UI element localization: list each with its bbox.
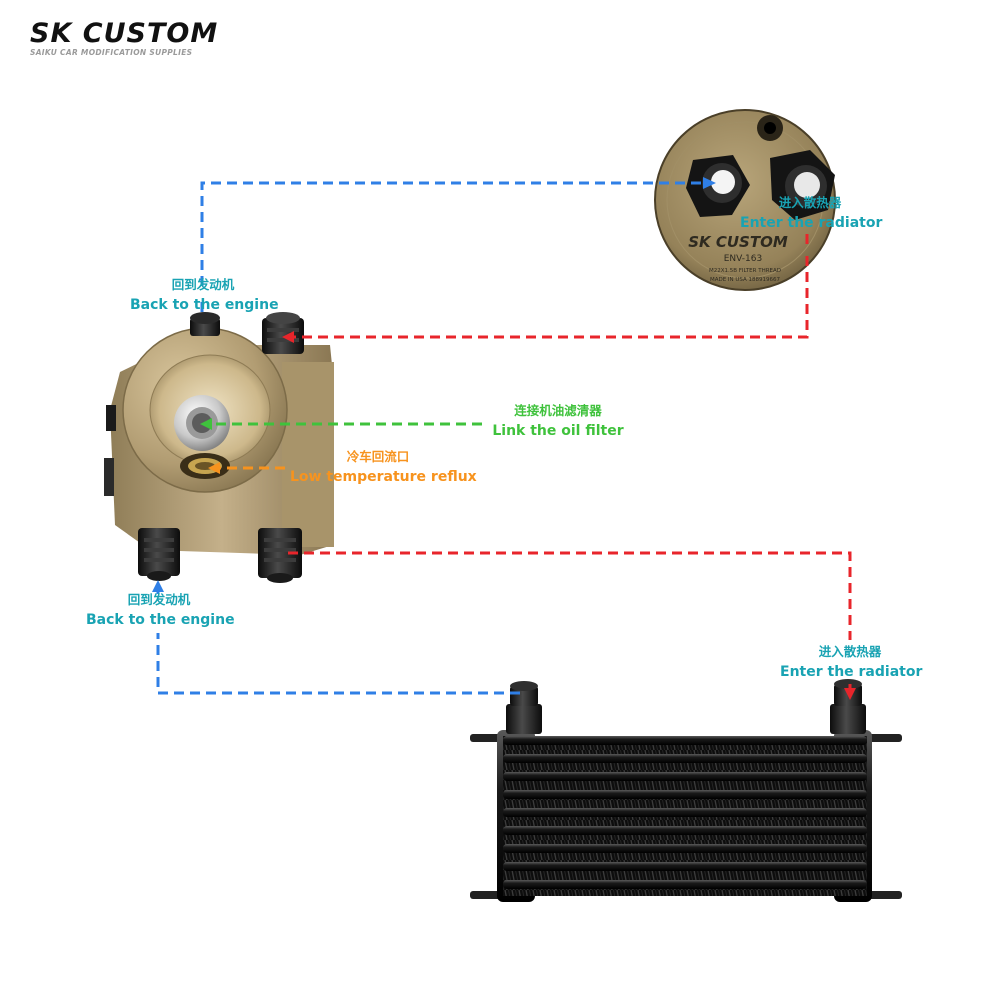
label-top-radiator-en: Enter the radiator (740, 215, 883, 231)
mount-fitting-right (770, 150, 835, 220)
adapter-bottom-right-fitting (258, 528, 302, 583)
label-top-radiator: 进入散热器 Enter the radiator (740, 192, 883, 234)
label-oil-filter-en: Link the oil filter (492, 423, 624, 439)
arrow-radiator-top (282, 331, 294, 343)
route-radiator-bottom (288, 551, 852, 694)
cooler-right-fitting (830, 679, 866, 734)
label-bottom-radiator-en: Enter the radiator (780, 664, 923, 680)
brand-name: SK CUSTOM (30, 18, 219, 49)
label-top-engine-en: Back to the engine (130, 297, 279, 313)
route-radiator-top (290, 234, 809, 339)
label-reflux-en: Low temperature reflux (290, 469, 477, 485)
mount-model-text: ENV-163 (724, 254, 762, 264)
label-top-radiator-zh: 进入散热器 (778, 195, 842, 210)
label-bottom-engine: 回到发动机 Back to the engine (86, 589, 235, 631)
label-bottom-engine-en: Back to the engine (86, 612, 235, 628)
brand-logo: SK CUSTOM SAIKU CAR MODIFICATION SUPPLIE… (30, 18, 218, 57)
arrow-return-bottom (152, 580, 164, 592)
label-bottom-radiator: 进入散热器 Enter the radiator (780, 641, 923, 683)
mount-origin-text: MADE IN USA 188919667 (710, 277, 781, 283)
label-oil-filter-zh: 连接机油滤清器 (514, 403, 602, 418)
label-top-engine: 回到发动机 Back to the engine (130, 274, 279, 316)
cooler-tubes (503, 736, 867, 889)
adapter-top-left-fitting (190, 312, 220, 336)
label-bottom-engine-zh: 回到发动机 (127, 592, 191, 607)
oil-cooler (470, 679, 902, 902)
mount-fitting-left (686, 155, 750, 217)
mount-thread-text: M22X1.5B FILTER THREAD (709, 268, 781, 274)
arrow-filter (200, 418, 212, 430)
filter-mount: SK CUSTOM ENV-163 M22X1.5B FILTER THREAD… (654, 109, 836, 291)
label-reflux: 冷车回流口 Low temperature reflux (290, 446, 477, 488)
label-oil-filter: 连接机油滤清器 Link the oil filter (490, 400, 626, 442)
arrow-radiator-bottom (844, 688, 856, 700)
arrow-return-top (703, 177, 716, 189)
adapter-top-right-fitting (262, 312, 304, 354)
brand-tagline: SAIKU CAR MODIFICATION SUPPLIES (30, 48, 193, 57)
label-bottom-radiator-zh: 进入散热器 (818, 644, 882, 659)
arrow-reflux (208, 462, 220, 474)
label-reflux-zh: 冷车回流口 (346, 449, 410, 464)
adapter-bottom-left-fitting (138, 528, 180, 581)
route-return-top (200, 181, 706, 316)
label-top-engine-zh: 回到发动机 (171, 277, 235, 292)
cooler-left-fitting (506, 681, 542, 734)
sandwich-adapter (104, 312, 334, 583)
mount-brand-text: SK CUSTOM (688, 233, 788, 251)
